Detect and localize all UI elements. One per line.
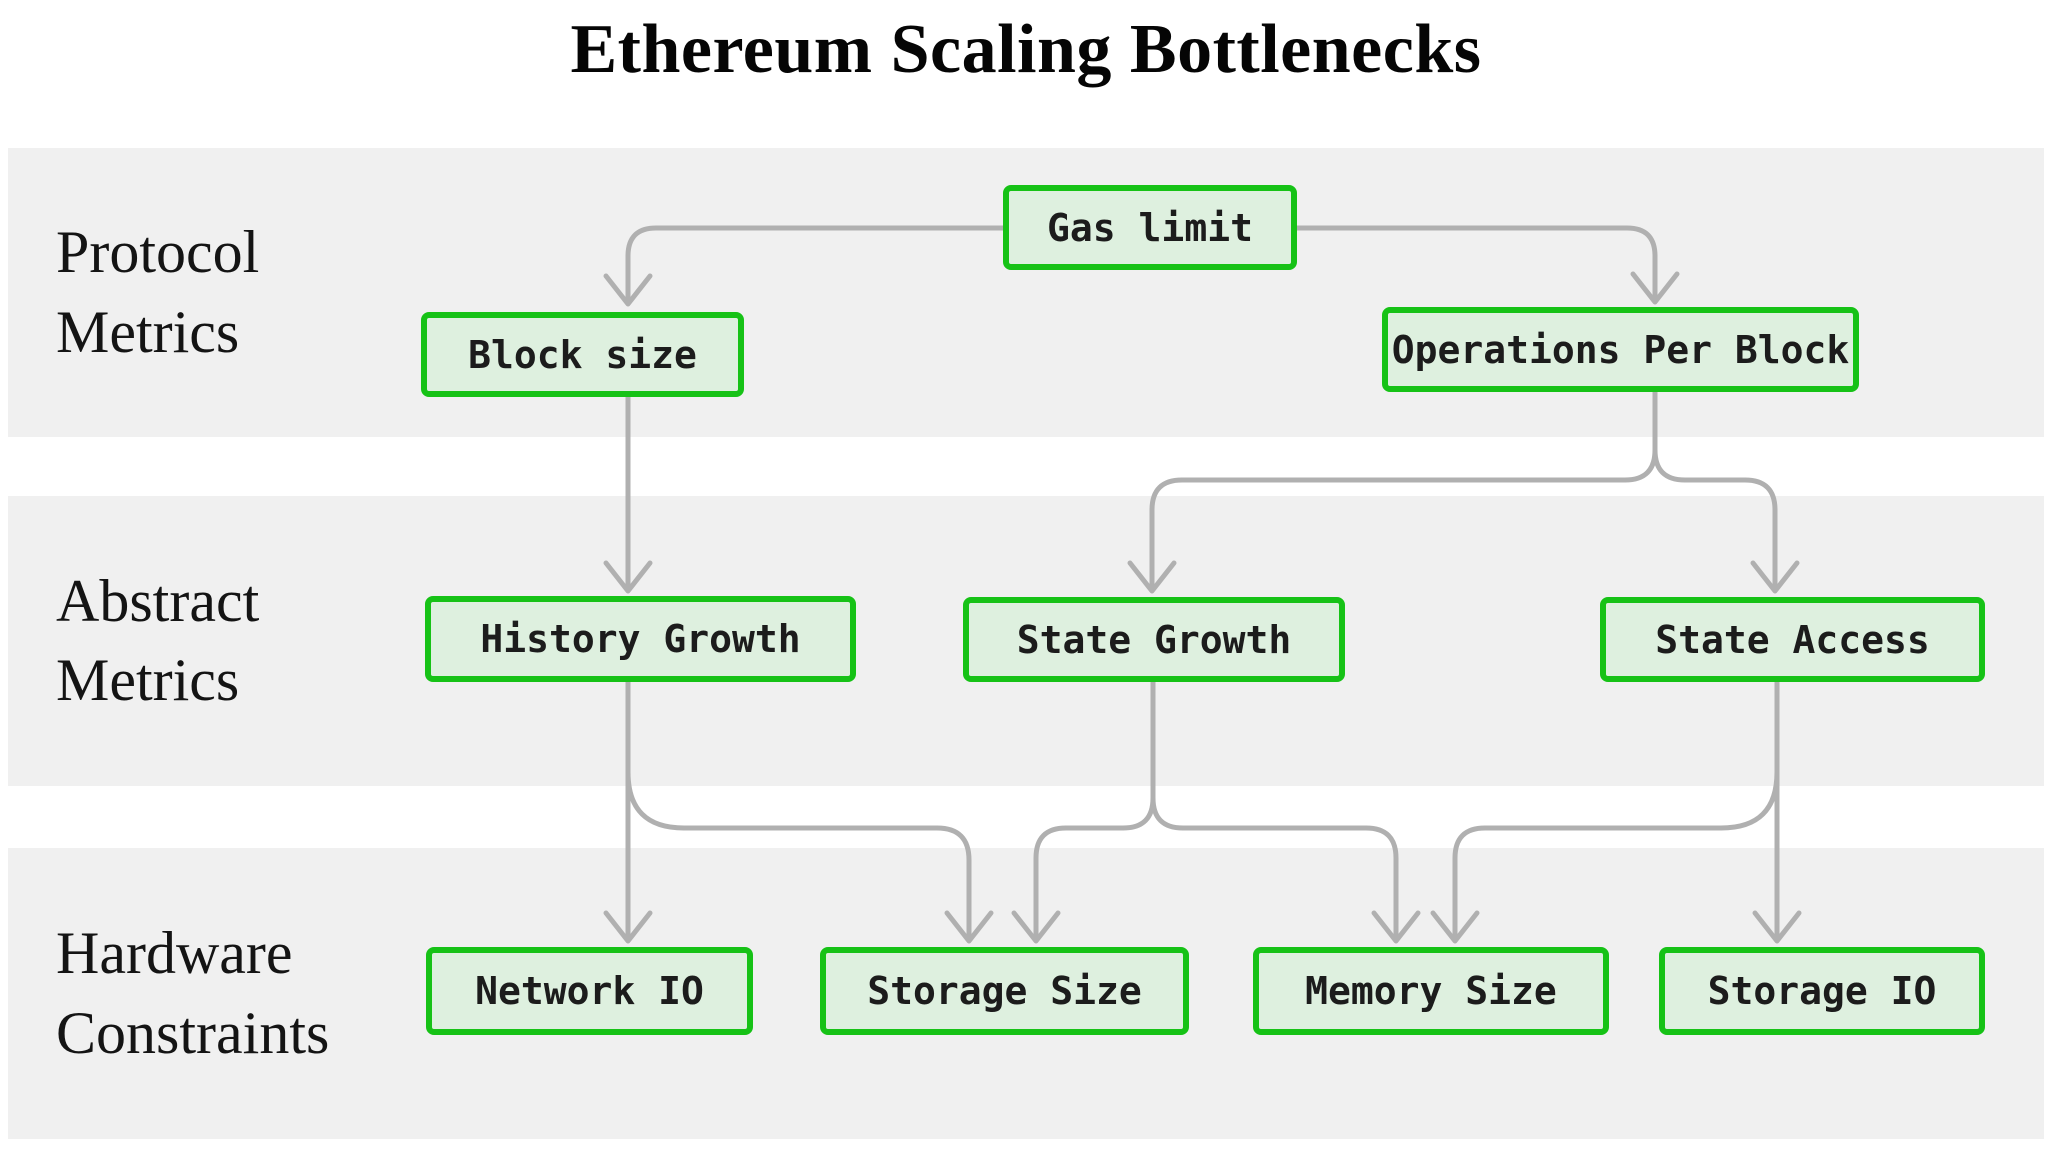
band-label-protocol-metrics: Protocol Metrics	[56, 213, 259, 371]
node-storage-size: Storage Size	[820, 947, 1189, 1035]
band-label-hardware-constraints: Hardware Constraints	[56, 914, 329, 1072]
band-label-line: Metrics	[56, 647, 240, 713]
node-history-growth: History Growth	[425, 596, 856, 682]
node-state-access: State Access	[1600, 597, 1985, 682]
band-label-abstract-metrics: Abstract Metrics	[56, 562, 259, 720]
node-storage-io: Storage IO	[1659, 947, 1985, 1035]
node-gas-limit: Gas limit	[1003, 185, 1297, 270]
node-state-growth: State Growth	[963, 597, 1345, 682]
band-label-line: Constraints	[56, 999, 330, 1066]
band-label-line: Hardware	[56, 920, 293, 987]
diagram-title: Ethereum Scaling Bottlenecks	[570, 11, 1482, 88]
node-network-io: Network IO	[426, 947, 753, 1035]
node-block-size: Block size	[421, 312, 744, 397]
node-operations-per-block: Operations Per Block	[1382, 307, 1859, 392]
band-label-line: Metrics	[56, 298, 240, 365]
band-label-line: Protocol	[56, 219, 260, 286]
band-label-line: Abstract	[56, 567, 260, 634]
node-memory-size: Memory Size	[1253, 947, 1609, 1035]
